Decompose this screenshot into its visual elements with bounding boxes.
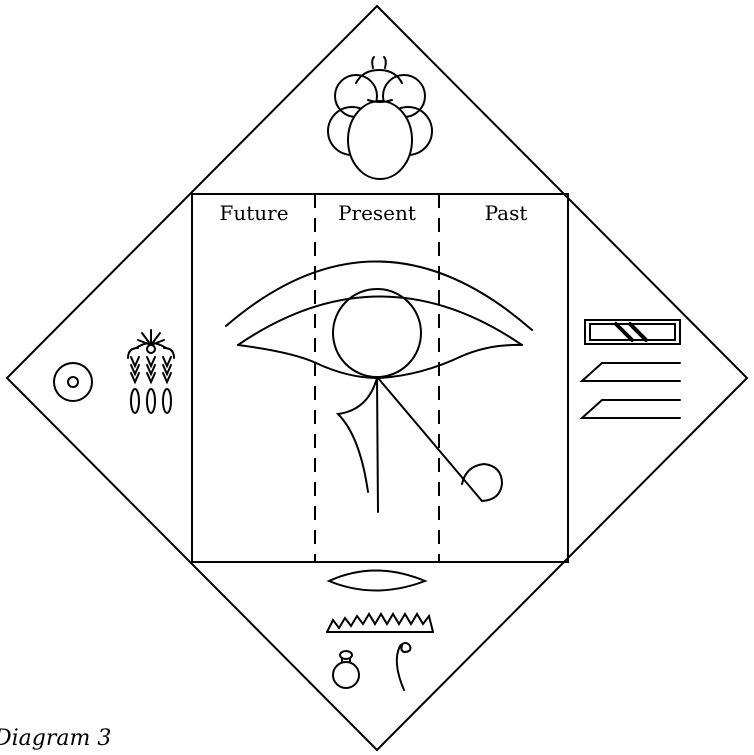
eye-pupil: [333, 289, 421, 377]
bolt-panel-glyph: [585, 320, 680, 344]
cheek-mark: [338, 378, 377, 492]
flower-pendant-glyph: [128, 330, 174, 413]
slanted-lines-glyph-lower: [582, 400, 680, 418]
column-label-future: Future: [219, 201, 288, 225]
pot-glyph: [333, 651, 359, 688]
eye-upper-lid: [238, 297, 522, 346]
eye-lower-lid: [238, 345, 522, 378]
lens-glyph: [329, 571, 425, 591]
column-label-present: Present: [338, 201, 416, 225]
scarab-glyph: [328, 57, 432, 179]
column-label-past: Past: [485, 201, 528, 225]
spiral-cord-glyph: [397, 643, 411, 690]
slanted-lines-glyph-upper: [582, 363, 680, 381]
teardrop-line: [377, 378, 378, 512]
diagram-caption: Diagram 3: [0, 726, 111, 751]
zigzag-water-glyph: [327, 614, 433, 632]
eye-of-horus: [226, 261, 532, 512]
sun-disk-glyph: [54, 363, 92, 401]
